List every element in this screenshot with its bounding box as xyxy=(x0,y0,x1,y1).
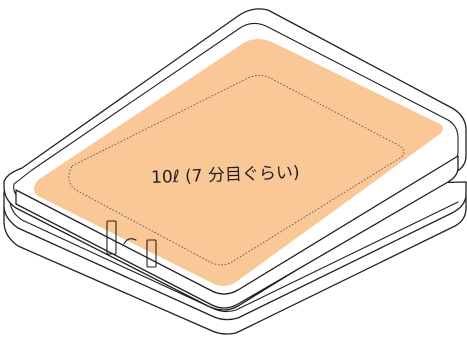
handle-notch xyxy=(123,238,137,245)
handle-slot-right xyxy=(146,239,157,268)
tray-bottom-outline xyxy=(68,75,405,266)
water-surface xyxy=(34,39,443,286)
tray-front-face xyxy=(15,155,459,309)
handle-slot-left xyxy=(106,220,117,255)
water-level-label: 10ℓ (7 分目ぐらい) xyxy=(150,162,300,188)
